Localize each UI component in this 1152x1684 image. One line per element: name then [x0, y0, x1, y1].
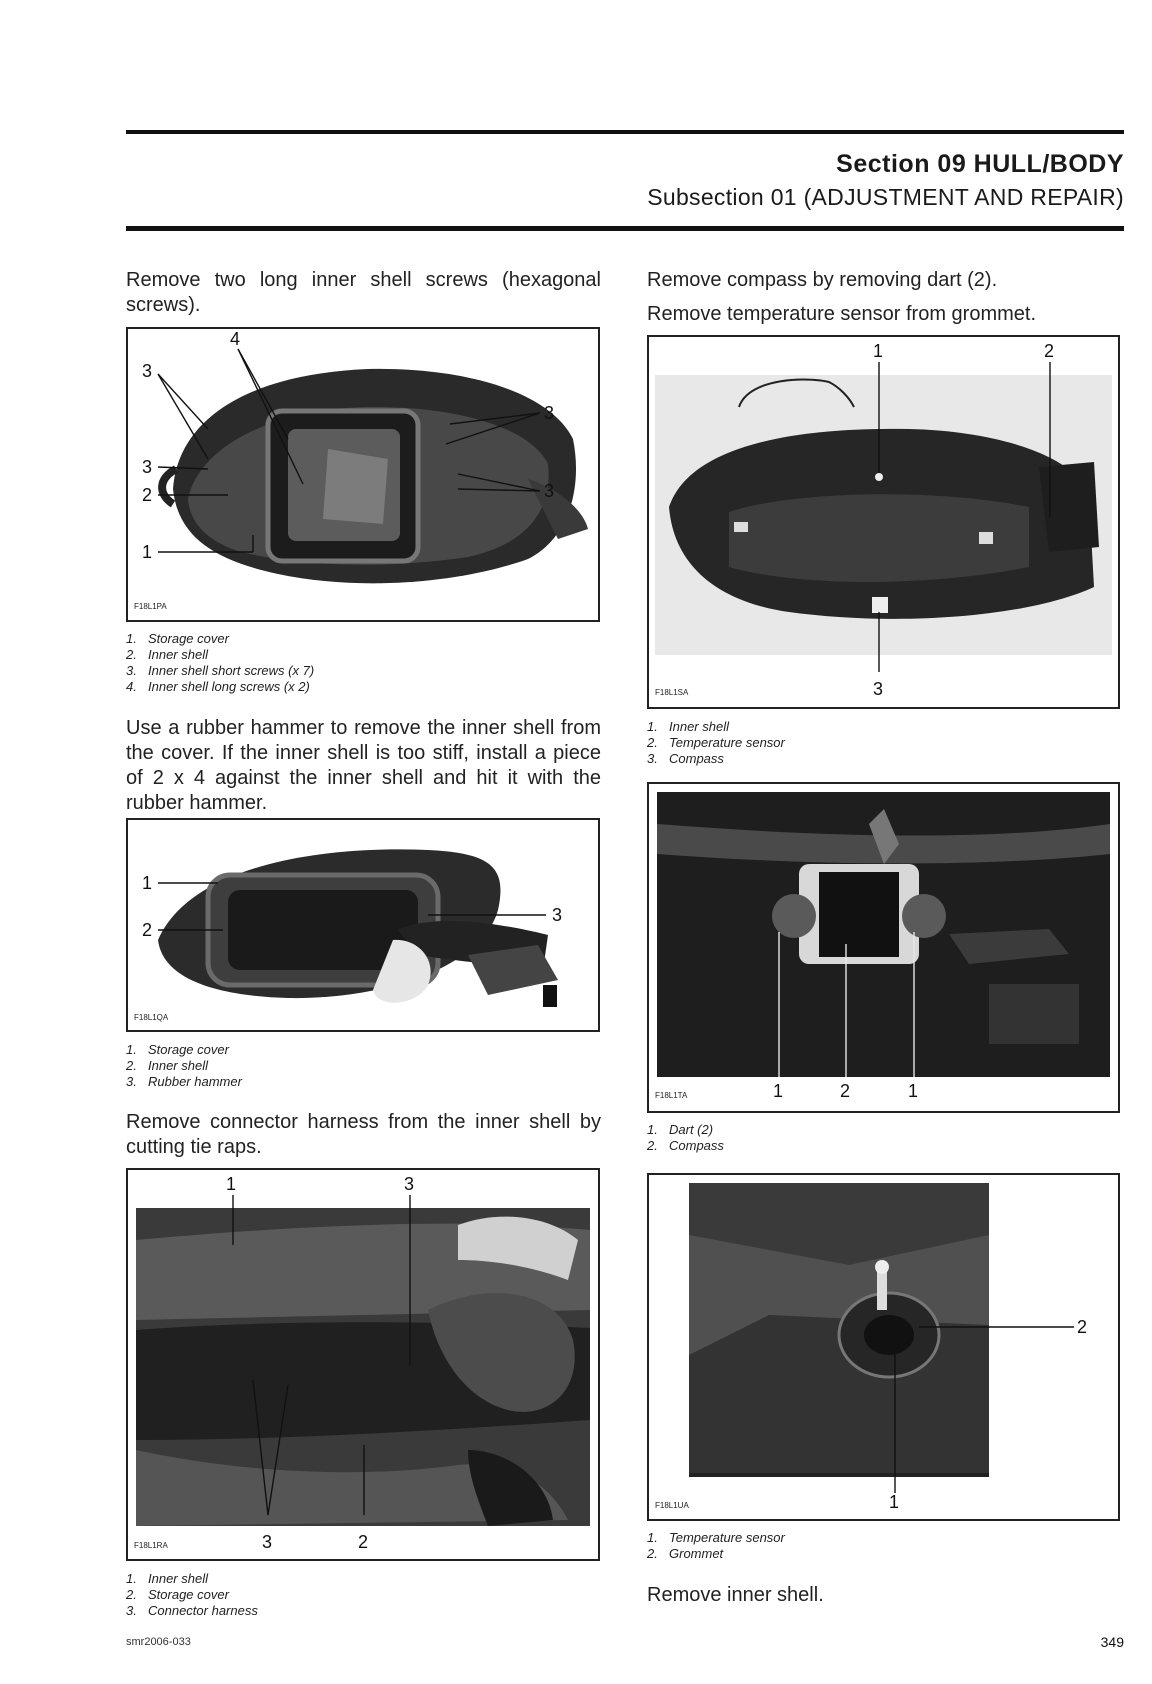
legend-item: 2.Compass — [647, 1138, 724, 1153]
document-code: smr2006-033 — [126, 1636, 191, 1648]
legend-f18l1ua: 1.Temperature sensor 2.Grommet — [647, 1530, 785, 1562]
legend-item: 1.Temperature sensor — [647, 1530, 785, 1545]
callout-2: 2 — [142, 485, 152, 505]
legend-item: 1.Dart (2) — [647, 1122, 714, 1137]
subsection-title: Subsection 01 (ADJUSTMENT AND REPAIR) — [647, 184, 1124, 210]
legend-f18l1ta: 1.Dart (2) 2.Compass — [647, 1122, 724, 1154]
left-paragraph-1: Remove two long inner shell screws (hexa… — [126, 269, 601, 316]
figure-code: F18L1QA — [134, 1013, 169, 1022]
legend-item: 1.Inner shell — [126, 1571, 208, 1586]
right-paragraph-3: Remove inner shell. — [647, 1584, 824, 1606]
figure-f18l1pa: 4 3 3 3 2 3 1 F18L1PA — [126, 327, 600, 622]
left-paragraph-2: Use a rubber hammer to remove the inner … — [126, 717, 601, 814]
legend-item: 1.Inner shell — [647, 719, 729, 734]
callout-1: 1 — [226, 1174, 236, 1194]
figure-code: F18L1SA — [655, 688, 689, 697]
callout-3: 3 — [873, 679, 883, 699]
page-number: 349 — [1100, 1634, 1124, 1650]
header-bottom-rule — [126, 226, 1124, 231]
legend-item: 3.Connector harness — [126, 1603, 258, 1618]
legend-item: 2.Storage cover — [126, 1587, 229, 1602]
legend-f18l1sa: 1.Inner shell 2.Temperature sensor 3.Com… — [647, 719, 785, 767]
figure-code: F18L1PA — [134, 602, 167, 611]
legend-f18l1pa: 1.Storage cover 2.Inner shell 3.Inner sh… — [126, 631, 314, 695]
callout-1: 1 — [873, 341, 883, 361]
figure-f18l1sa: 1 2 3 F18L1SA — [647, 335, 1120, 709]
figure-f18l1ua: 2 1 F18L1UA — [647, 1173, 1120, 1521]
callout-3b: 3 — [544, 403, 554, 423]
legend-f18l1qa: 1.Storage cover 2.Inner shell 3.Rubber h… — [126, 1042, 242, 1090]
figure-code: F18L1RA — [134, 1541, 168, 1550]
legend-item: 2.Inner shell — [126, 647, 208, 662]
legend-item: 3.Compass — [647, 751, 724, 766]
callout-1: 1 — [142, 542, 152, 562]
legend-f18l1ra: 1.Inner shell 2.Storage cover 3.Connecto… — [126, 1571, 258, 1619]
callout-2: 2 — [840, 1081, 850, 1101]
callout-2: 2 — [142, 920, 152, 940]
callout-2: 2 — [1044, 341, 1054, 361]
legend-item: 2.Temperature sensor — [647, 735, 785, 750]
figure-code: F18L1TA — [655, 1091, 688, 1100]
callout-2: 2 — [358, 1532, 368, 1552]
legend-item: 1.Storage cover — [126, 1042, 229, 1057]
callout-1b: 1 — [908, 1081, 918, 1101]
callout-3a: 3 — [142, 361, 152, 381]
legend-item: 2.Inner shell — [126, 1058, 208, 1073]
callout-2: 2 — [1077, 1317, 1087, 1337]
figure-f18l1ra: 1 3 3 2 F18L1RA — [126, 1168, 600, 1561]
callout-1: 1 — [142, 873, 152, 893]
header-top-rule — [126, 130, 1124, 134]
figure-f18l1ta: 1 2 1 F18L1TA — [647, 782, 1120, 1113]
section-title: Section 09 HULL/BODY — [836, 150, 1124, 178]
legend-item: 3.Rubber hammer — [126, 1074, 242, 1089]
legend-item: 1.Storage cover — [126, 631, 229, 646]
figure-f18l1qa: 1 3 2 F18L1QA — [126, 818, 600, 1032]
callout-4: 4 — [230, 329, 240, 349]
callout-3b: 3 — [262, 1532, 272, 1552]
callout-3a: 3 — [404, 1174, 414, 1194]
callout-1: 1 — [889, 1492, 899, 1512]
legend-item: 4.Inner shell long screws (x 2) — [126, 679, 310, 694]
legend-item: 2.Grommet — [647, 1546, 724, 1561]
callout-3c: 3 — [142, 457, 152, 477]
right-paragraph-2: Remove temperature sensor from grommet. — [647, 303, 1037, 325]
left-paragraph-3: Remove connector harness from the inner … — [126, 1111, 601, 1158]
figure-code: F18L1UA — [655, 1501, 689, 1510]
callout-3: 3 — [552, 905, 562, 925]
right-paragraph-1: Remove compass by removing dart (2). — [647, 269, 998, 291]
callout-3d: 3 — [544, 481, 554, 501]
legend-item: 3.Inner shell short screws (x 7) — [126, 663, 315, 678]
callout-1a: 1 — [773, 1081, 783, 1101]
